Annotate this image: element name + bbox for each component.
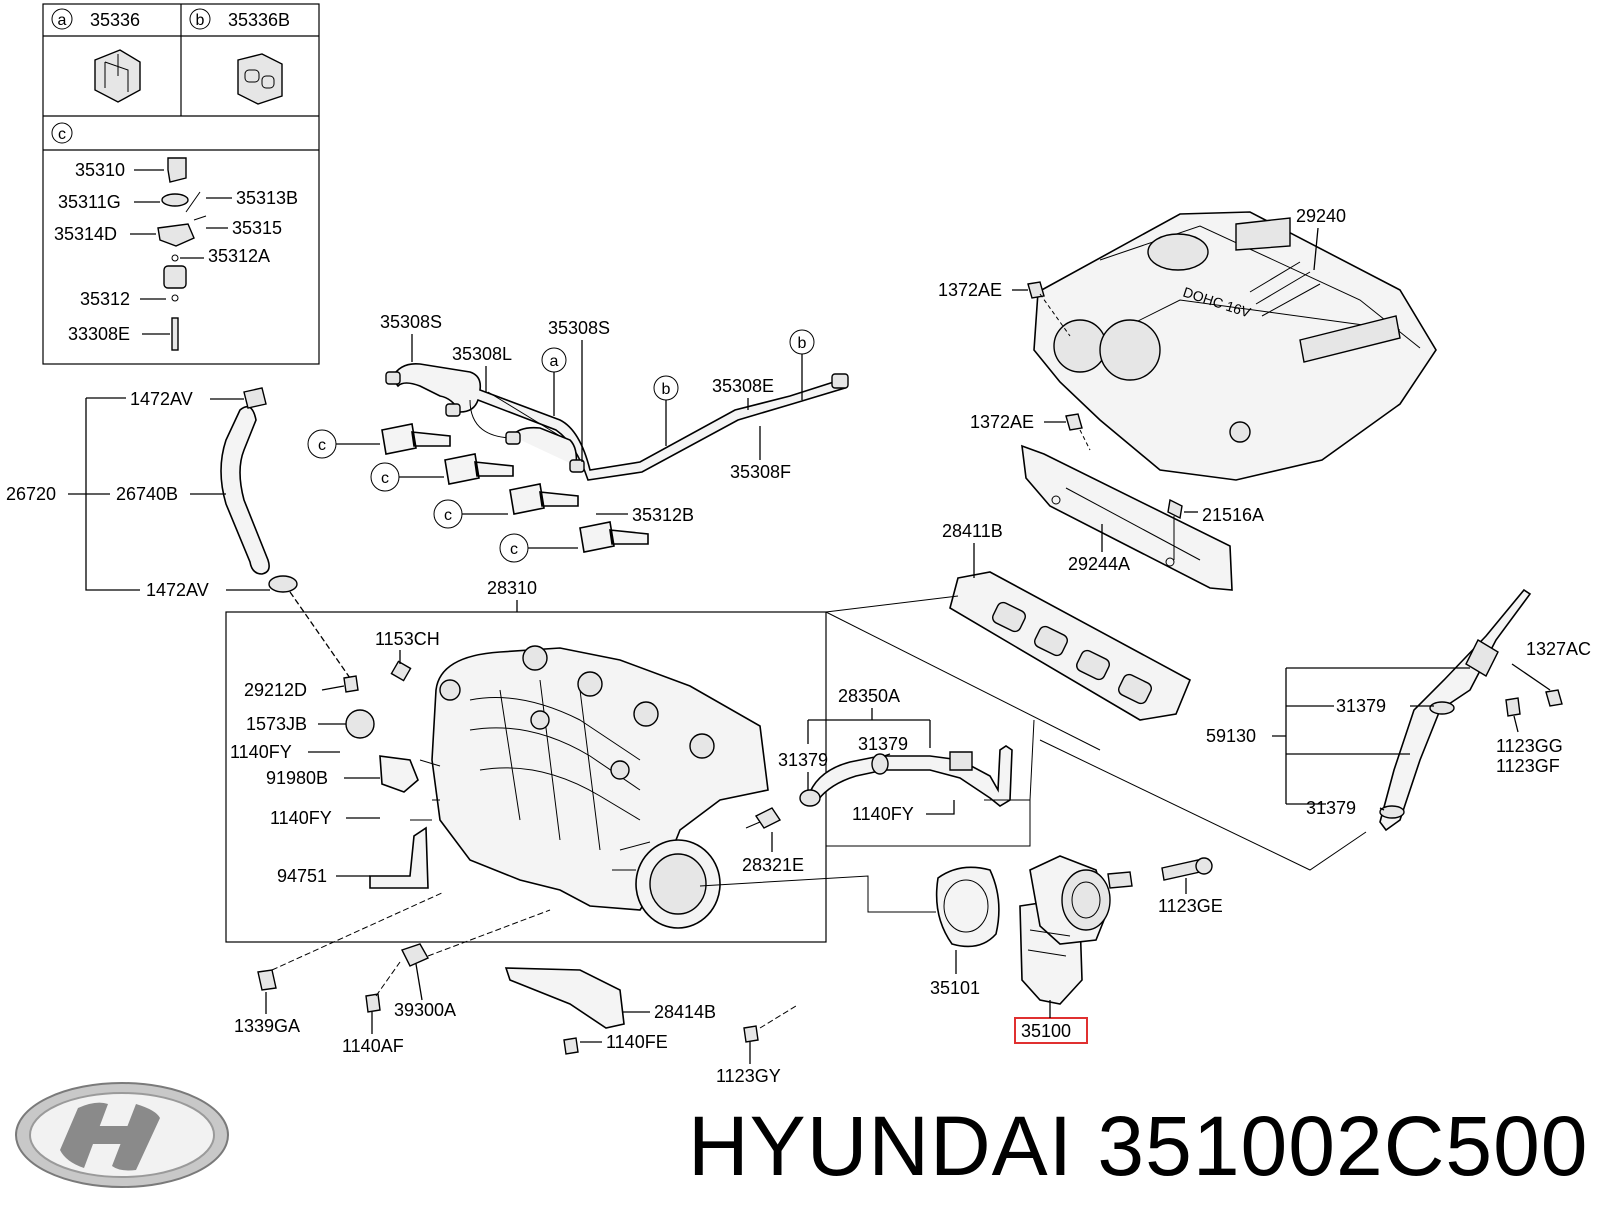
inset-c-35315: 35315 bbox=[232, 218, 282, 238]
label-31379-d: 31379 bbox=[1306, 798, 1356, 818]
svg-text:c: c bbox=[318, 437, 326, 454]
label-1140AF: 1140AF bbox=[342, 1036, 404, 1056]
engine-cover: DOHC 16V bbox=[1033, 211, 1437, 481]
label-1123GE: 1123GE bbox=[1158, 896, 1223, 916]
label-91980B: 91980B bbox=[266, 768, 328, 788]
label-26720: 26720 bbox=[6, 484, 56, 504]
label-1372AE-1: 1372AE bbox=[938, 280, 1002, 300]
callout-c-1: c bbox=[307, 429, 380, 459]
vacuum-hose bbox=[1379, 588, 1563, 832]
callout-c-4: c bbox=[499, 533, 578, 563]
circle-a-icon bbox=[51, 8, 73, 30]
cover-bracket bbox=[1021, 444, 1233, 591]
intake-manifold bbox=[431, 645, 769, 929]
circle-b-icon bbox=[189, 8, 211, 30]
manifold-gasket bbox=[949, 571, 1192, 721]
throttle-gasket bbox=[935, 866, 1000, 948]
label-35308L: 35308L bbox=[452, 344, 512, 364]
label-35101: 35101 bbox=[930, 978, 980, 998]
label-35308E: 35308E bbox=[712, 376, 774, 396]
label-28411B: 28411B bbox=[942, 521, 1003, 541]
label-35308F: 35308F bbox=[730, 462, 791, 482]
label-1123GG: 1123GG bbox=[1496, 736, 1563, 756]
callout-b-2: b bbox=[789, 329, 815, 400]
footer-caption: HYUNDAI 351002C500 bbox=[688, 1098, 1589, 1195]
label-31379-b: 31379 bbox=[778, 750, 828, 770]
footer-brand: HYUNDAI bbox=[688, 1099, 1074, 1193]
label-1327AC: 1327AC bbox=[1526, 639, 1591, 659]
highlight-35100 bbox=[1014, 1017, 1088, 1044]
svg-text:b: b bbox=[798, 335, 807, 352]
callout-a: a bbox=[541, 347, 567, 416]
label-59130: 59130 bbox=[1206, 726, 1256, 746]
label-1573JB: 1573JB bbox=[246, 714, 307, 734]
callout-c-2: c bbox=[370, 462, 444, 492]
label-28350A: 28350A bbox=[838, 686, 900, 706]
inset-c-35310: 35310 bbox=[75, 160, 125, 180]
label-28321E: 28321E bbox=[742, 855, 804, 875]
label-31379-c: 31379 bbox=[1336, 696, 1386, 716]
inset-a-part: 35336 bbox=[90, 10, 140, 30]
label-31379-a: 31379 bbox=[858, 734, 908, 754]
svg-text:b: b bbox=[662, 381, 671, 398]
left-brackets bbox=[343, 660, 441, 889]
fuel-injectors bbox=[381, 423, 649, 553]
label-39300A: 39300A bbox=[394, 1000, 456, 1020]
breather-hose bbox=[220, 387, 298, 593]
footer-part-number: 351002C500 bbox=[1097, 1099, 1589, 1193]
label-35312B: 35312B bbox=[632, 505, 694, 525]
label-1140FY-3: 1140FY bbox=[852, 804, 914, 824]
label-1140FE: 1140FE bbox=[606, 1032, 668, 1052]
label-35308S-2: 35308S bbox=[548, 318, 610, 338]
inset-c-35311G: 35311G bbox=[58, 192, 121, 212]
label-1472AV-1: 1472AV bbox=[130, 389, 193, 409]
hyundai-logo-icon bbox=[15, 1082, 229, 1188]
bottom-fasteners bbox=[257, 943, 759, 1055]
label-1153CH: 1153CH bbox=[375, 629, 440, 649]
inset-panel: a 35336 b 35336B c 35310 bbox=[42, 3, 320, 365]
svg-text:c: c bbox=[381, 470, 389, 487]
label-1372AE-2: 1372AE bbox=[970, 412, 1034, 432]
label-28414B: 28414B bbox=[654, 1002, 716, 1022]
inset-b-letter: b bbox=[196, 12, 205, 29]
label-1123GY: 1123GY bbox=[716, 1066, 781, 1086]
label-21516A: 21516A bbox=[1202, 505, 1264, 525]
inset-c-35312A: 35312A bbox=[208, 246, 270, 266]
label-29244A: 29244A bbox=[1068, 554, 1130, 574]
label-1472AV-2: 1472AV bbox=[146, 580, 209, 600]
inset-c-35313B: 35313B bbox=[236, 188, 298, 208]
svg-text:c: c bbox=[510, 541, 518, 558]
svg-text:c: c bbox=[444, 507, 452, 524]
callout-c-3: c bbox=[433, 499, 508, 529]
fuel-rail bbox=[385, 362, 849, 481]
inset-a-letter: a bbox=[58, 12, 67, 29]
inset-b-part: 35336B bbox=[228, 10, 290, 30]
inset-c-letter: c bbox=[58, 126, 66, 143]
label-1140FY-1: 1140FY bbox=[230, 742, 292, 762]
throttle-body bbox=[1019, 855, 1213, 1005]
inset-c-35314D: 35314D bbox=[54, 224, 117, 244]
label-26740B: 26740B bbox=[116, 484, 178, 504]
inset-c-35312: 35312 bbox=[80, 289, 130, 309]
circle-c-icon bbox=[51, 122, 73, 144]
label-29240: 29240 bbox=[1296, 206, 1346, 226]
label-35308S-1: 35308S bbox=[380, 312, 442, 332]
label-28310: 28310 bbox=[487, 578, 537, 598]
label-1140FY-2: 1140FY bbox=[270, 808, 332, 828]
clip-35336B-icon bbox=[237, 53, 283, 105]
label-94751: 94751 bbox=[277, 866, 327, 886]
label-29212D: 29212D bbox=[244, 680, 307, 700]
label-1339GA: 1339GA bbox=[234, 1016, 300, 1036]
svg-text:a: a bbox=[550, 353, 559, 370]
label-1123GF: 1123GF bbox=[1496, 756, 1560, 776]
inset-c-33308E: 33308E bbox=[68, 324, 130, 344]
pcv-hose bbox=[745, 745, 1013, 829]
label-35100: 35100 bbox=[1021, 1021, 1071, 1041]
clip-35336-icon bbox=[94, 49, 141, 103]
callout-b-1: b bbox=[653, 375, 679, 446]
injector-exploded-icon bbox=[157, 157, 207, 351]
